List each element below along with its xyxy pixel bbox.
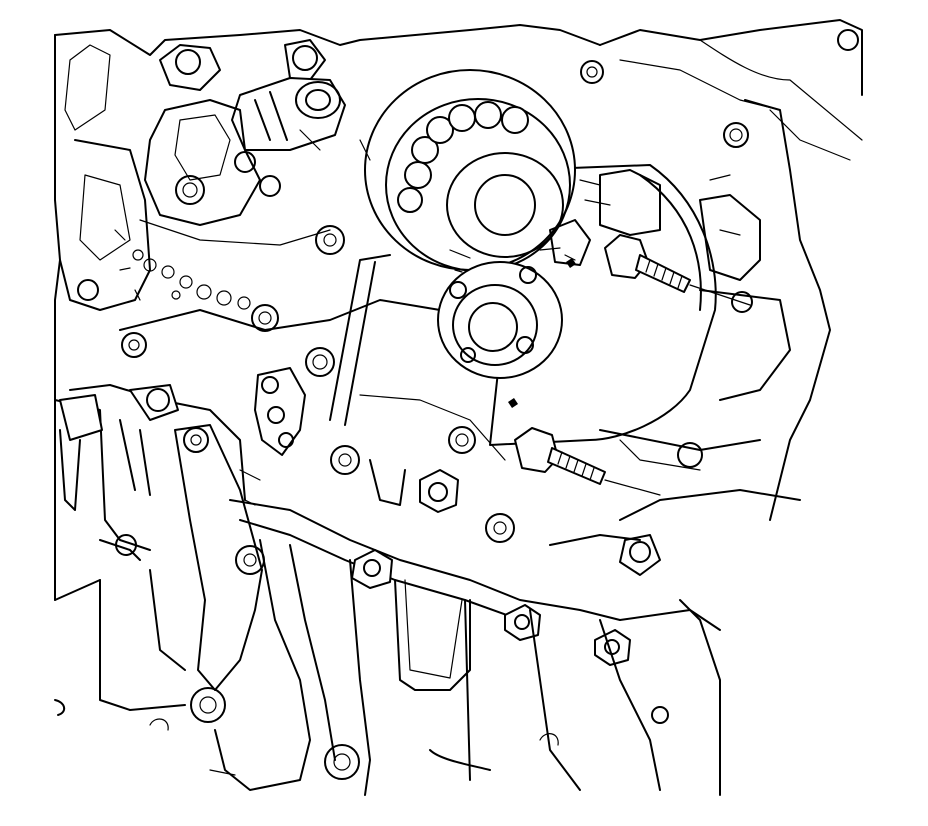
center-bolts xyxy=(369,459,515,543)
casting-texture-dots xyxy=(132,249,251,310)
starter-motor xyxy=(364,69,761,471)
right-mount-bracket xyxy=(549,289,801,576)
starter-bolt-lower xyxy=(514,427,661,496)
block-face xyxy=(119,254,506,475)
oil-pan xyxy=(54,499,721,796)
drive-end-housing xyxy=(437,261,563,379)
starter-bolt-upper xyxy=(604,234,751,306)
solenoid-end-cap xyxy=(364,69,576,272)
sensor-fitting-cluster xyxy=(139,39,346,255)
left-bracket-assembly xyxy=(54,384,265,723)
engine-block xyxy=(54,19,863,601)
detail-strokes xyxy=(114,129,741,506)
